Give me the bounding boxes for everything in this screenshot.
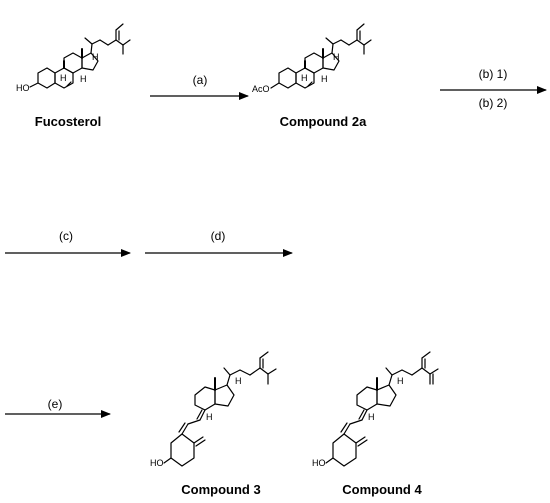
compound-2a-h-label: H: [321, 74, 328, 84]
compound-4-h-label: H: [368, 412, 375, 422]
compound-4-h-label: H: [397, 376, 404, 386]
step-b1-label: (b) 1): [479, 67, 508, 81]
compound-3-name: Compound 3: [181, 482, 260, 497]
compound-3-structure: [163, 351, 277, 467]
fucosterol-hydroxyl-label: HO: [16, 83, 30, 93]
compound-2a-name: Compound 2a: [280, 114, 367, 129]
fucosterol-h-label: H: [60, 73, 67, 83]
compound-2a-h-label: H: [333, 52, 340, 62]
compound-4-name: Compound 4: [342, 482, 422, 497]
compound-2a-structure: [270, 23, 372, 89]
compound-2a-h-label: H: [301, 73, 308, 83]
step-c-label: (c): [59, 229, 73, 243]
compound-3-hydroxyl-label: HO: [150, 458, 164, 468]
compound-2a-acetoxy-label: AcO: [252, 84, 270, 94]
step-e-label: (e): [48, 397, 63, 411]
fucosterol-name: Fucosterol: [35, 114, 101, 129]
step-b2-label: (b) 2): [479, 96, 508, 110]
compound-4-hydroxyl-label: HO: [312, 458, 326, 468]
fucosterol-h-label: H: [92, 52, 99, 62]
step-d-label: (d): [211, 229, 226, 243]
compound-3-h-label: H: [206, 412, 213, 422]
compound-4-structure: [325, 351, 439, 467]
fucosterol-structure: [29, 23, 131, 89]
fucosterol-h-label: H: [80, 74, 87, 84]
step-a-label: (a): [193, 73, 208, 87]
compound-3-h-label: H: [235, 376, 242, 386]
